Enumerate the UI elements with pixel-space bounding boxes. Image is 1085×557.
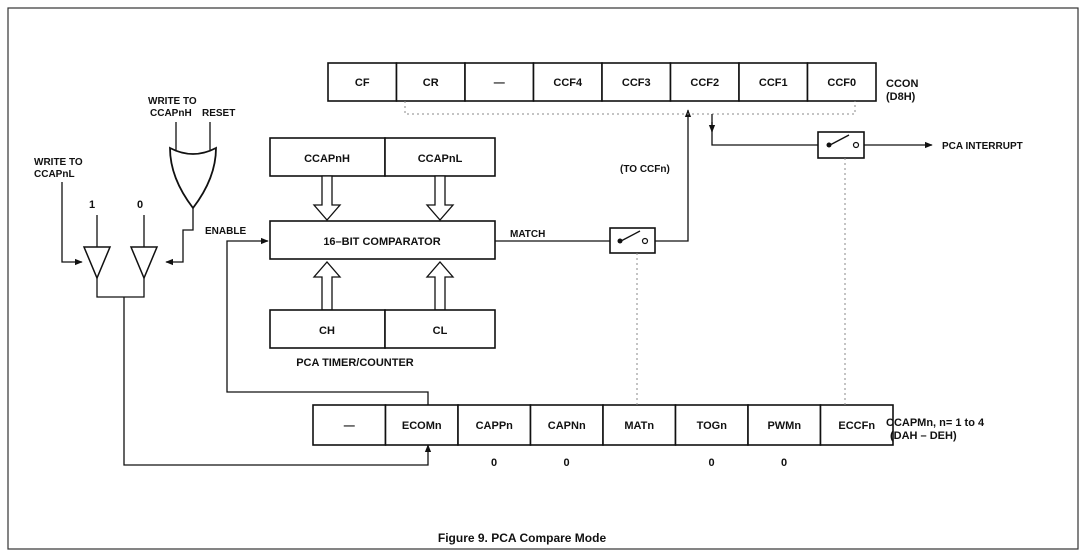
- ccon-bit-3: CCF4: [553, 77, 583, 89]
- hollow-arrow-cl: [425, 261, 455, 311]
- write-ccapnl-label-line1: WRITE TO: [34, 157, 83, 168]
- comparator-label: 16–BIT COMPARATOR: [323, 236, 440, 248]
- ccon-bit-5: CCF2: [690, 77, 719, 89]
- reset-label: RESET: [202, 108, 235, 119]
- ccapm-bit-7: ECCFn: [838, 420, 875, 432]
- ccapm-bit-1: ECOMn: [402, 420, 442, 432]
- timer-reg-high: CH: [319, 325, 335, 337]
- ccapm-bit-value-5: 0: [708, 457, 714, 469]
- enable-label: ENABLE: [205, 226, 246, 237]
- or-gate: [169, 146, 217, 210]
- capture-reg-high: CCAPnH: [304, 153, 350, 165]
- figure-caption: Figure 9. PCA Compare Mode: [438, 531, 607, 545]
- capture-reg-low: CCAPnL: [418, 153, 463, 165]
- data-zero-label: 0: [137, 199, 143, 211]
- ccapm-bit-4: MATn: [624, 420, 654, 432]
- ccapm-bit-2: CAPPn: [476, 420, 514, 432]
- pca-interrupt-label: PCA INTERRUPT: [942, 141, 1023, 152]
- comparator-block: [269, 220, 496, 260]
- tristate-buffer-one: [82, 246, 112, 280]
- tristate-buffer-zero: [129, 246, 159, 280]
- ccon-bit-1: CR: [423, 77, 439, 89]
- interrupt-switch: [817, 131, 865, 159]
- ccon-bit-6: CCF1: [759, 77, 788, 89]
- write-ccapnh-label-line1: WRITE TO: [148, 96, 197, 107]
- hollow-arrow-ccapnl: [425, 175, 455, 221]
- figure-frame: [7, 7, 1079, 550]
- match-label: MATCH: [510, 229, 545, 240]
- ccapm-register-address: (DAH – DEH): [890, 430, 957, 442]
- write-ccapnl-label-line2: CCAPnL: [34, 169, 75, 180]
- capture-register: CCAPnH CCAPnL: [269, 137, 496, 177]
- timer-reg-low: CL: [433, 325, 448, 337]
- ccapm-bit-value-3: 0: [563, 457, 569, 469]
- hollow-arrow-ccapnh: [312, 175, 342, 221]
- timer-label: PCA TIMER/COUNTER: [296, 357, 414, 369]
- hollow-arrow-ch: [312, 261, 342, 311]
- ccapm-bit-0: —: [344, 420, 355, 432]
- ccapm-bit-5: TOGn: [697, 420, 728, 432]
- data-one-label: 1: [89, 199, 95, 211]
- to-ccfn-label: (TO CCFn): [620, 164, 670, 175]
- ccapm-register: — ECOMn CAPPn CAPNn MATn TOGn PWMn ECCFn: [312, 404, 894, 446]
- ccon-bit-2: —: [494, 77, 505, 89]
- ccon-register-address: (D8H): [886, 91, 916, 103]
- ccapm-bit-3: CAPNn: [548, 420, 586, 432]
- ccon-bit-7: CCF0: [827, 77, 856, 89]
- write-ccapnh-label-line2: CCAPnH: [150, 108, 192, 119]
- ccapm-bit-value-6: 0: [781, 457, 787, 469]
- ccapm-bit-value-2: 0: [491, 457, 497, 469]
- timer-register: CH CL: [269, 309, 496, 349]
- ccapm-bit-values: 0 0 0 0: [491, 457, 787, 469]
- match-switch: [609, 227, 656, 254]
- ccapm-register-name: CCAPMn, n= 1 to 4: [886, 417, 985, 429]
- ccon-bit-4: CCF3: [622, 77, 651, 89]
- ccon-bit-0: CF: [355, 77, 370, 89]
- ccon-register-name: CCON: [886, 78, 918, 90]
- ccon-register: CF CR — CCF4 CCF3 CCF2 CCF1 CCF0: [327, 62, 877, 102]
- ccapm-bit-6: PWMn: [767, 420, 801, 432]
